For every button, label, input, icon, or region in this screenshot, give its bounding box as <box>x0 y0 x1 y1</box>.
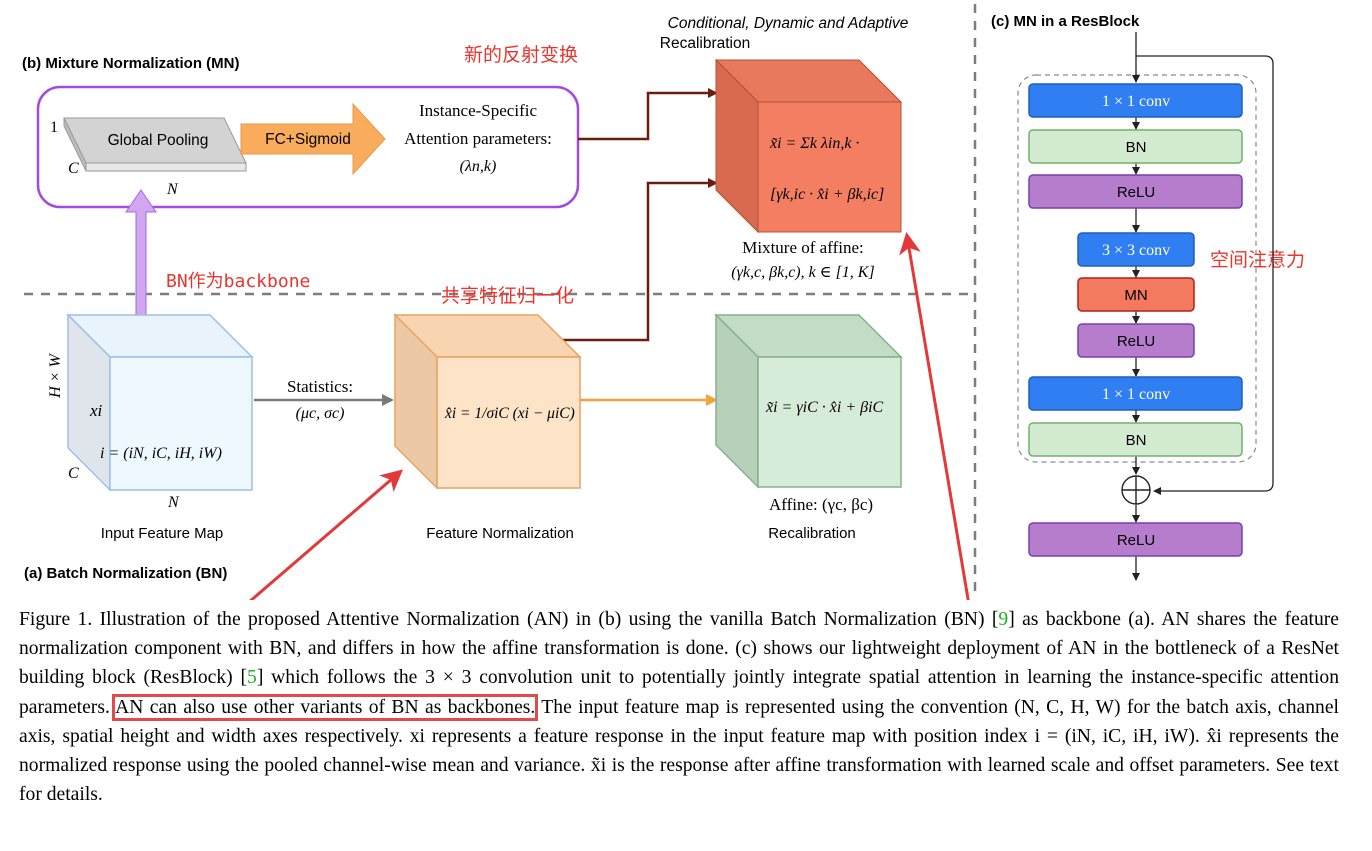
red-pointer-to-recal <box>899 232 970 600</box>
backbone-up-arrow <box>125 189 157 321</box>
caption-highlight: AN can also use other variants of BN as … <box>112 693 539 721</box>
global-pooling-label: Global Pooling <box>108 132 209 149</box>
annotation-spatial-attention: 空间注意力 <box>1210 249 1305 271</box>
input-index-label: i = (iN, iC, iH, iW) <box>100 445 222 462</box>
block-relu1-label: ReLU <box>1117 184 1155 201</box>
norm-caption: Feature Normalization <box>426 525 574 542</box>
mn-panel-title: (b) Mixture Normalization (MN) <box>22 55 240 72</box>
attention-param: (λn,k) <box>460 158 497 175</box>
bn-panel-title: (a) Batch Normalization (BN) <box>24 565 227 582</box>
input-feature-map-cube: xi i = (iN, iC, iH, iW) <box>66 313 254 492</box>
block-mn <box>1077 277 1195 312</box>
fc-sigmoid-label: FC+Sigmoid <box>265 131 351 148</box>
citation-5-link[interactable]: 5 <box>247 667 257 689</box>
input-dim-c: C <box>68 465 79 482</box>
affine-caption: Recalibration <box>768 525 856 542</box>
block-relu2 <box>1077 323 1195 358</box>
affine-cube: x̃i = γiC · x̂i + βiC <box>714 313 903 489</box>
statistics-params: (μc, σc) <box>296 405 345 422</box>
recal-top-cube: x̃i = Σk λin,k · [γk,ic · x̂i + βk,ic] <box>714 58 903 234</box>
block-relu-out <box>1028 522 1243 557</box>
block-bn1 <box>1028 129 1243 164</box>
recal-top-header-line1: Conditional, Dynamic and Adaptive <box>668 15 909 32</box>
recal-top-formula-line1: x̃i = Σk λin,k · <box>769 135 859 152</box>
recal-top-header-line2: Recalibration <box>660 35 750 52</box>
block-mn-label: MN <box>1124 287 1147 304</box>
norm-formula: x̂i = 1/σiC (xi − μiC) <box>444 405 575 422</box>
block-conv1b <box>1028 376 1243 411</box>
attention-to-recal-arrow <box>578 88 718 141</box>
caption-part4: The input feature map is represented usi… <box>19 696 1339 806</box>
input-xi-label: xi <box>89 401 103 420</box>
recal-top-formula-line2: [γk,ic · x̂i + βk,ic] <box>770 186 884 203</box>
caption-part2: ] as backbone (a). AN shares the feature… <box>19 609 1339 689</box>
caption-part3: ] which follows the 3 × 3 convolution un… <box>19 667 1339 718</box>
block-relu2-label: ReLU <box>1117 333 1155 350</box>
block-bn2 <box>1028 422 1243 457</box>
input-caption: Input Feature Map <box>101 525 224 542</box>
statistics-label: Statistics: <box>287 377 353 396</box>
feature-normalization-cube: x̂i = 1/σiC (xi − μiC) <box>393 313 582 490</box>
block-conv1 <box>1028 83 1243 118</box>
norm-to-recal-arrow <box>560 178 718 342</box>
annotation-bn-backbone: BN作为backbone <box>166 271 310 292</box>
dim-c-top: C <box>68 160 79 177</box>
global-pooling-slab: Global Pooling <box>63 117 247 172</box>
attention-line1: Instance-Specific <box>419 101 537 120</box>
attention-line2: Attention parameters: <box>404 129 552 148</box>
dim-one: 1 <box>50 119 58 136</box>
affine-label: Affine: (γc, βc) <box>769 495 873 514</box>
block-bn2-label: BN <box>1126 432 1147 449</box>
skip-connection <box>1136 55 1274 495</box>
block-bn1-label: BN <box>1126 139 1147 156</box>
caption-part1: Figure 1. Illustration of the proposed A… <box>19 609 999 630</box>
citation-9-link[interactable]: 9 <box>998 609 1009 630</box>
resblock-diagram: 1 × 1 conv BN ReLU 3 × 3 conv MN ReLU 1 … <box>1017 32 1274 581</box>
affine-formula: x̃i = γiC · x̂i + βiC <box>765 399 884 416</box>
fc-sigmoid-arrow: FC+Sigmoid <box>240 102 386 176</box>
annotation-shared-norm: 共享特征归一化 <box>441 285 574 307</box>
figure-diagram: (b) Mixture Normalization (MN) (a) Batch… <box>22 4 1305 600</box>
annotation-new-affine: 新的反射变换 <box>464 44 578 66</box>
input-dim-n: N <box>167 494 180 511</box>
block-conv1-label: 1 × 1 conv <box>1102 93 1170 110</box>
dim-n-top: N <box>166 181 179 198</box>
block-relu1 <box>1028 174 1243 209</box>
mixture-affine-label: Mixture of affine: <box>742 238 863 257</box>
mixture-affine-params: (γk,c, βk,c), k ∈ [1, K] <box>731 264 874 281</box>
figure-caption: Figure 1. Illustration of the proposed A… <box>19 605 1339 809</box>
block-conv3 <box>1077 232 1195 267</box>
block-relu-out-label: ReLU <box>1117 532 1155 549</box>
resblock-panel-title: (c) MN in a ResBlock <box>991 13 1140 30</box>
block-conv3-label: 3 × 3 conv <box>1102 242 1170 259</box>
input-dim-hw: H × W <box>47 352 64 398</box>
red-pointer-to-norm <box>249 469 404 600</box>
block-conv1b-label: 1 × 1 conv <box>1102 386 1170 403</box>
